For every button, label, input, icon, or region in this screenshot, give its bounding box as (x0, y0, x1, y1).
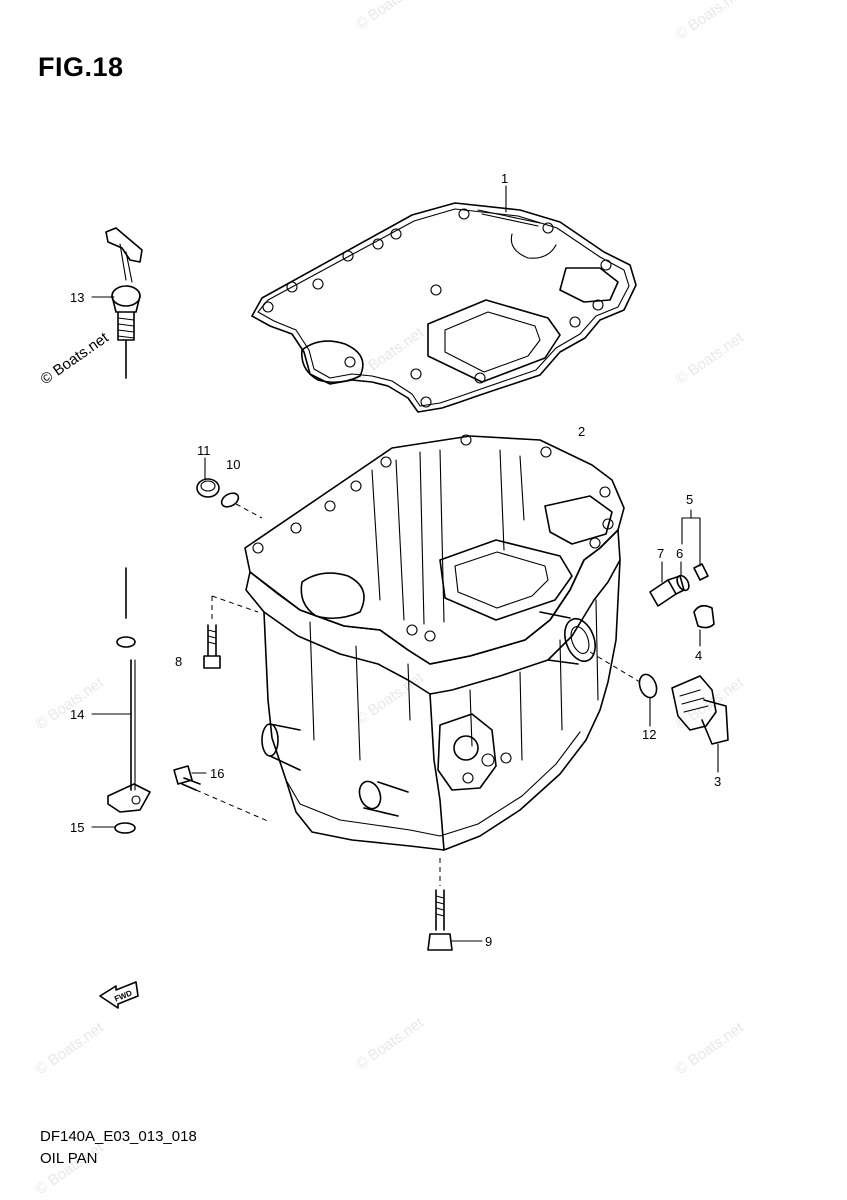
plug-4-part[interactable] (693, 604, 715, 629)
watermark-layer: © Boats.net © Boats.net © Boats.net © Bo… (33, 0, 748, 1198)
watermark: © Boats.net (673, 329, 748, 388)
washer-10-part[interactable] (219, 490, 263, 519)
watermark-dark: © Boats.net (38, 329, 113, 388)
watermark: © Boats.net (33, 1019, 108, 1078)
plug-11-part[interactable] (196, 478, 220, 498)
watermark: © Boats.net (33, 1139, 108, 1198)
watermark: © Boats.net (353, 669, 428, 728)
callout-5: 5 (686, 492, 693, 507)
watermark: © Boats.net (353, 0, 428, 33)
callout-4: 4 (695, 648, 702, 663)
callout-12: 12 (642, 727, 656, 742)
callout-6: 6 (676, 546, 683, 561)
o-ring-15-part[interactable] (114, 822, 136, 834)
bolt-9-part[interactable] (427, 858, 453, 951)
callout-7: 7 (657, 546, 664, 561)
callout-13: 13 (70, 290, 84, 305)
bolt-16-part[interactable] (173, 765, 271, 823)
forward-arrow-icon: FWD (99, 981, 139, 1009)
dipstick-part[interactable] (105, 227, 143, 379)
o-ring-12-part[interactable] (636, 672, 659, 700)
washer-6-part[interactable] (675, 574, 692, 593)
watermark: © Boats.net (33, 674, 108, 733)
leader-lines (91, 185, 719, 942)
guide-tube-part[interactable] (107, 567, 151, 813)
diagram-code: DF140A_E03_013_018 (40, 1128, 197, 1145)
callout-2: 2 (578, 424, 585, 439)
callout-14: 14 (70, 707, 84, 722)
plug-5-part[interactable] (693, 563, 709, 581)
diagram-name: OIL PAN (40, 1150, 98, 1167)
callout-3: 3 (714, 774, 721, 789)
figure-title: FIG.18 (38, 52, 124, 82)
watermark: © Boats.net (353, 324, 428, 383)
gasket-part[interactable] (251, 202, 637, 413)
watermark: © Boats.net (673, 0, 748, 43)
callout-15: 15 (70, 820, 84, 835)
callouts: 1 2 3 4 5 6 7 8 9 10 11 12 13 14 15 16 (70, 171, 721, 949)
oil-filter-3-part[interactable] (589, 651, 729, 745)
callout-9: 9 (485, 934, 492, 949)
callout-10: 10 (226, 457, 240, 472)
oil-pan-part[interactable] (244, 434, 625, 851)
callout-8: 8 (175, 654, 182, 669)
watermark: © Boats.net (353, 1014, 428, 1073)
watermark: © Boats.net (673, 1019, 748, 1078)
callout-16: 16 (210, 766, 224, 781)
callout-11: 11 (197, 443, 211, 458)
callout-1: 1 (501, 171, 508, 186)
pressure-switch-7-part[interactable] (649, 575, 685, 607)
bolt-8-part[interactable] (203, 595, 259, 669)
